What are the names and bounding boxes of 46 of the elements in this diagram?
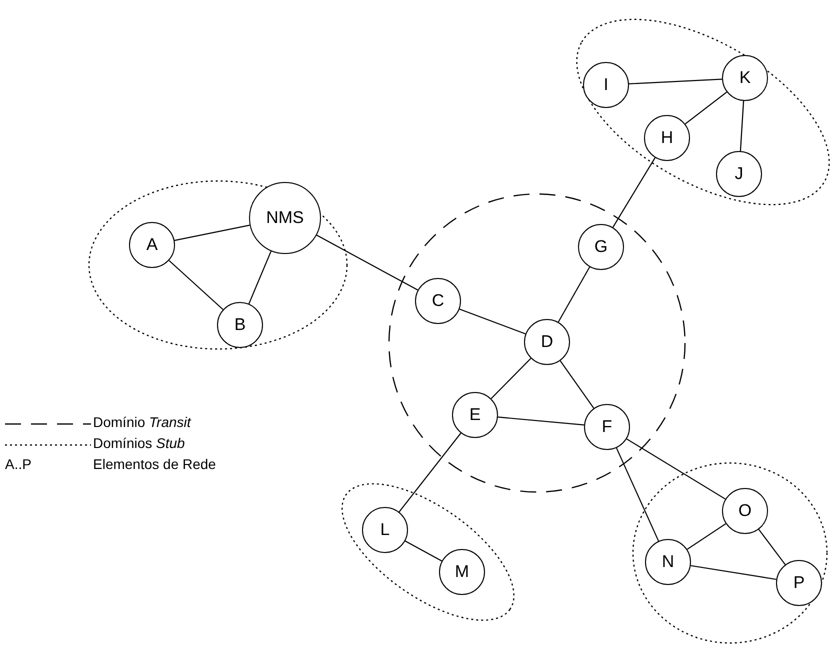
network-node: H: [644, 115, 690, 161]
legend-label: Elementos de Rede: [93, 456, 216, 472]
legend-key: A..P: [5, 456, 32, 472]
domain-boundary: [342, 484, 514, 620]
network-node: I: [583, 62, 629, 108]
connection-line: [628, 78, 722, 84]
domain-boundary: [632, 462, 828, 644]
legend-label: Domínios Stub: [93, 435, 185, 451]
connection-line: [398, 432, 462, 512]
connection-line: [174, 224, 250, 241]
connection-line: [316, 234, 418, 291]
connection-line: [686, 523, 726, 550]
connection-line: [248, 250, 272, 304]
network-node: N: [645, 539, 691, 585]
connection-line: [612, 157, 656, 228]
network-node: G: [578, 224, 624, 270]
network-node: K: [722, 55, 768, 101]
network-node: E: [452, 392, 498, 438]
connection-line: [758, 529, 786, 565]
connection-line: [740, 100, 744, 152]
connection-line: [560, 360, 594, 409]
network-node: P: [776, 560, 822, 606]
network-node: L: [362, 507, 408, 553]
connection-line: [498, 416, 584, 426]
connection-line: [616, 448, 660, 542]
connection-line: [404, 540, 442, 562]
network-node: J: [716, 151, 762, 197]
domain-boundary: [577, 19, 829, 205]
network-node: M: [439, 549, 485, 595]
domain-boundary: [88, 180, 348, 350]
legend-label: Domínio Transit: [93, 414, 191, 430]
network-node: B: [217, 302, 263, 348]
connection-line: [459, 308, 526, 334]
network-node: A: [129, 222, 175, 268]
connection-line: [690, 565, 776, 580]
domain-boundary: [388, 193, 686, 493]
network-node: C: [415, 278, 461, 324]
connection-line: [626, 438, 726, 500]
network-node: NMS: [249, 182, 321, 254]
network-node: O: [722, 488, 768, 534]
connection-line: [490, 358, 532, 400]
network-node: F: [584, 404, 630, 450]
network-node: D: [524, 319, 570, 365]
connection-line: [168, 260, 224, 310]
connection-line: [558, 266, 590, 322]
connection-line: [684, 92, 728, 124]
